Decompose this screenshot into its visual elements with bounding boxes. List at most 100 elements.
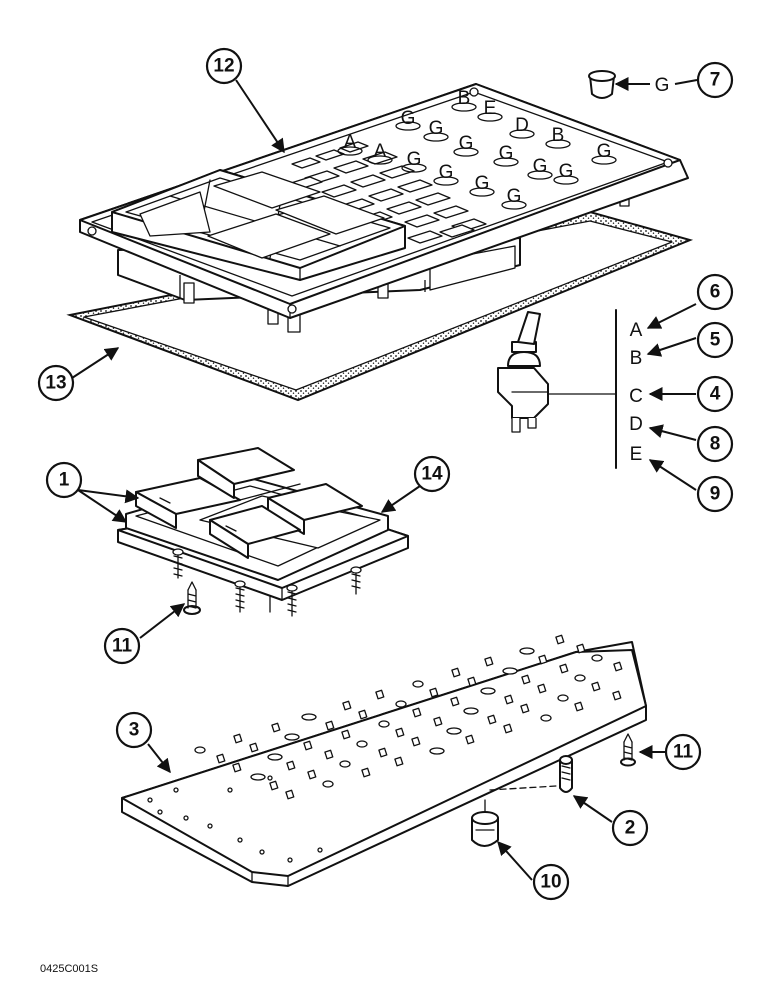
screw-11-right <box>620 733 636 767</box>
switch-letter-b: B <box>630 348 643 369</box>
board-holes <box>147 634 623 863</box>
callout-3: 3 <box>115 711 153 749</box>
callout-13: 13 <box>37 364 75 402</box>
svg-text:1: 1 <box>59 470 70 491</box>
screw-11-left <box>183 581 201 615</box>
drawing-code: 0425C001S <box>40 963 98 975</box>
svg-text:14: 14 <box>421 464 443 485</box>
switch-letter-e: E <box>630 444 643 465</box>
board-hole <box>317 847 323 853</box>
toggle-switch <box>497 309 617 469</box>
lens-letter: E <box>484 98 497 119</box>
board-pad <box>446 727 462 735</box>
lens-letter: G <box>401 108 416 129</box>
callout-14: 14 <box>413 455 451 493</box>
callout-11-left: 11 <box>103 627 141 665</box>
board-pad <box>576 643 586 654</box>
board-pad <box>233 733 243 744</box>
board-pad <box>612 690 622 701</box>
board-pad <box>361 767 371 778</box>
lens-letter: G <box>407 149 422 170</box>
board-hole <box>147 797 153 803</box>
board-pad <box>433 716 443 727</box>
board-pad <box>250 773 266 781</box>
lamp-2 <box>489 755 573 793</box>
board-pad <box>538 654 548 665</box>
board-pad <box>520 703 530 714</box>
board-pad <box>269 780 279 791</box>
board-pad <box>216 753 226 764</box>
svg-text:5: 5 <box>710 330 721 351</box>
callout-9: 9 <box>696 475 734 513</box>
board-pad <box>342 700 352 711</box>
svg-text:12: 12 <box>213 56 234 77</box>
board-pad <box>559 663 569 674</box>
lens-letter: G <box>559 161 574 182</box>
board-pad <box>249 742 259 753</box>
svg-text:4: 4 <box>710 384 721 405</box>
board-pad <box>325 720 335 731</box>
svg-text:6: 6 <box>710 282 721 303</box>
callout-6: 6 <box>696 273 734 311</box>
lens-letter: G <box>533 156 548 177</box>
board-pad <box>378 720 390 728</box>
board-pad <box>303 740 313 751</box>
board-pad <box>194 746 206 754</box>
board-pad <box>555 634 565 645</box>
board-pad <box>480 687 496 695</box>
board-pad <box>395 727 405 738</box>
socket-10 <box>471 799 499 847</box>
board-hole <box>259 849 265 855</box>
lens-letter: G <box>429 118 444 139</box>
board-hole <box>173 787 179 793</box>
board-hole <box>183 815 189 821</box>
callout-5: 5 <box>696 321 734 359</box>
switch-letter-a: A <box>630 320 643 341</box>
board-pad <box>451 667 461 678</box>
board-pad <box>591 681 601 692</box>
callout-4: 4 <box>696 375 734 413</box>
board-hole <box>157 809 163 815</box>
board-pad <box>503 723 513 734</box>
plug-letter: G <box>655 75 670 96</box>
lens-letter: G <box>475 173 490 194</box>
board-pad <box>375 689 385 700</box>
svg-text:11: 11 <box>112 636 133 657</box>
plug-7: G <box>588 70 698 99</box>
svg-text:8: 8 <box>710 434 721 455</box>
board-pad <box>395 700 407 708</box>
board-pad <box>613 661 623 672</box>
lens-letter: G <box>507 186 522 207</box>
board-pad <box>356 740 368 748</box>
board-pad <box>307 769 317 780</box>
switch-letters: A B C D E <box>629 303 697 491</box>
board-hole <box>227 787 233 793</box>
lens-letter: A <box>374 141 387 162</box>
board-pad <box>450 696 460 707</box>
board-pad <box>378 747 388 758</box>
callout-12: 12 <box>205 47 243 85</box>
board-hole <box>237 837 243 843</box>
board-pad <box>412 707 422 718</box>
board-hole <box>267 775 273 781</box>
board-pad <box>591 654 603 662</box>
leader-lines <box>71 79 666 881</box>
board-pad <box>574 701 584 712</box>
callout-2: 2 <box>611 809 649 847</box>
board-pad <box>519 647 535 655</box>
board-pad <box>429 747 445 755</box>
panel-letter-labels: A A G G B E G G D B G G G C G G G G <box>337 88 617 210</box>
board-pad <box>358 709 368 720</box>
circuit-board-3 <box>121 641 647 887</box>
lens-letter: B <box>458 88 471 109</box>
board-pad <box>502 667 518 675</box>
callout-11-right: 11 <box>664 733 702 771</box>
board-pad <box>540 714 552 722</box>
board-pad <box>301 713 317 721</box>
lens-letter: D <box>515 115 529 136</box>
board-pad <box>484 656 494 667</box>
board-pad <box>521 674 531 685</box>
board-pad <box>339 760 351 768</box>
board-pad <box>537 683 547 694</box>
